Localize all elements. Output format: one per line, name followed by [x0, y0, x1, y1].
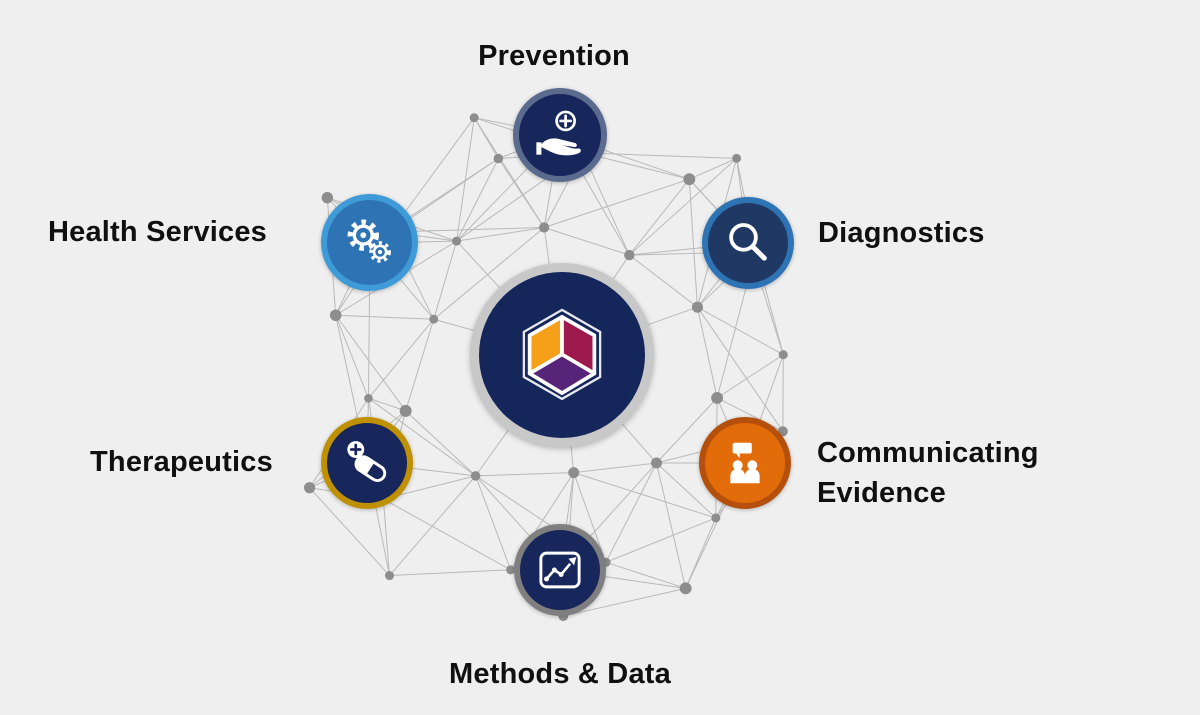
label-communicating-line1: Communicating [817, 437, 1039, 469]
audience-speech-icon [730, 442, 760, 484]
label-diagnostics: Diagnostics [818, 217, 985, 249]
label-health-services: Health Services [48, 216, 268, 248]
label-prevention: Prevention [478, 40, 630, 72]
node-health-services [321, 194, 418, 291]
hand-cross-icon [536, 110, 581, 156]
hub-circle [470, 263, 654, 447]
label-communicating-line2: Evidence [817, 477, 946, 509]
node-methods-data [514, 524, 606, 616]
pill-icon [347, 441, 387, 482]
gears-icon [347, 218, 391, 263]
node-therapeutics [321, 417, 413, 509]
cube-logo-icon [522, 308, 602, 401]
label-therapeutics: Therapeutics [90, 446, 273, 478]
node-diagnostics [702, 197, 794, 289]
magnifier-icon [729, 223, 767, 261]
label-communicating-evidence: Communicating Evidence [817, 433, 1039, 513]
node-prevention [513, 88, 607, 182]
line-chart-icon [539, 551, 581, 589]
node-communicating-evidence [699, 417, 791, 509]
label-methods-data: Methods & Data [449, 658, 671, 690]
